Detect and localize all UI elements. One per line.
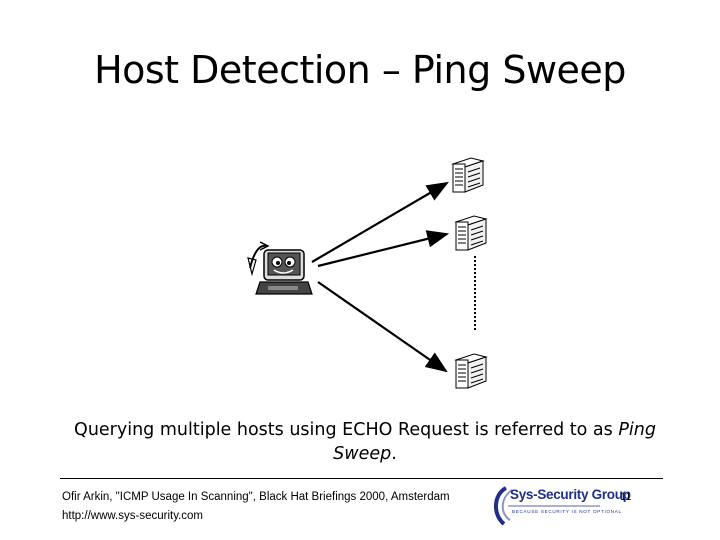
slide-caption: Querying multiple hosts using ECHO Reque… bbox=[60, 418, 670, 466]
ping-arrow-middle bbox=[318, 234, 447, 266]
caption-end: . bbox=[391, 444, 397, 464]
ping-arrow-bottom bbox=[318, 282, 446, 371]
footer-divider bbox=[60, 478, 663, 479]
server-icon bbox=[453, 158, 483, 192]
ping-sweep-diagram bbox=[0, 0, 720, 410]
logo-name: Sys-Security Group bbox=[510, 487, 631, 502]
server-icon bbox=[456, 354, 486, 388]
caption-text: Querying multiple hosts using ECHO Reque… bbox=[74, 420, 618, 440]
footer-url[interactable]: http://www.sys-security.com bbox=[62, 507, 450, 526]
attacker-computer-icon bbox=[248, 242, 312, 294]
page-number: 11 bbox=[620, 491, 631, 503]
footer-citation: Ofir Arkin, "ICMP Usage In Scanning", Bl… bbox=[62, 488, 450, 507]
server-icon bbox=[456, 216, 486, 250]
footer: Ofir Arkin, "ICMP Usage In Scanning", Bl… bbox=[62, 488, 450, 526]
logo-tagline: BECAUSE SECURITY IS NOT OPTIONAL bbox=[512, 509, 622, 514]
sys-security-logo: Sys-Security Group BECAUSE SECURITY IS N… bbox=[490, 484, 602, 530]
